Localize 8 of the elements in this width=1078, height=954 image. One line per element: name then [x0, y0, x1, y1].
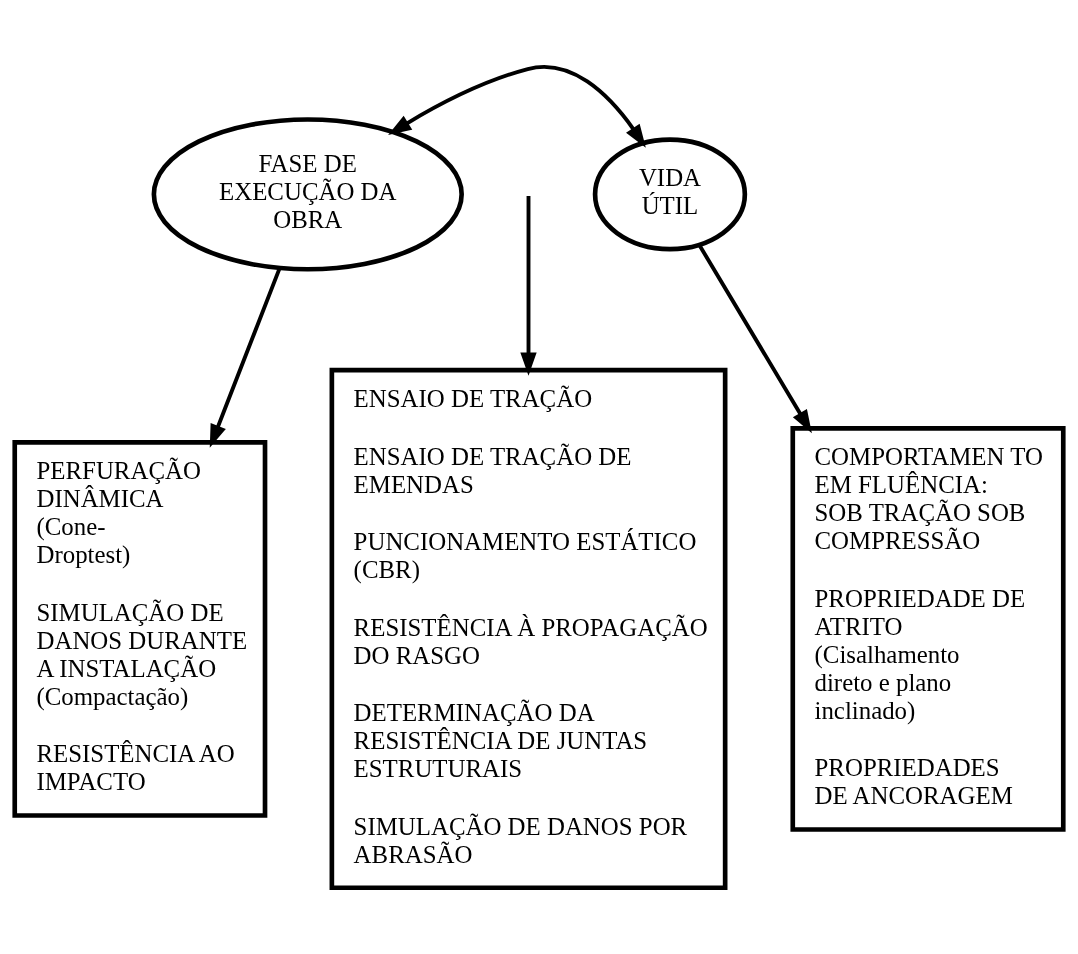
- arrow: [520, 195, 537, 376]
- arrow: [209, 267, 282, 448]
- node-box: ENSAIO DE TRAÇÃO ENSAIO DE TRAÇÃO DE EMENDAS PUNCIONAMENTO ESTÁTICO (CBR) RESISTÊNCIA À PROPAGAÇÃO DO RASGO DETERMINAÇÃO DA RESISTÊNCIA DE JUNTAS ESTRUTURAIS SIMULAÇÃO DE DANOS POR ABRASÃO: [329, 367, 728, 891]
- arrow: [697, 243, 812, 434]
- arrow: [388, 65, 646, 148]
- node-ellipse: VIDA ÚTIL: [592, 137, 748, 252]
- node-box: PERFURAÇÃO DINÂMICA (Cone-Droptest) SIMULAÇÃO DE DANOS DURANTE A INSTALAÇÃO (Compactação) RESISTÊNCIA AO IMPACTO: [12, 440, 268, 818]
- node-box: COMPORTAMEN TO EM FLUÊNCIA: SOB TRAÇÃO SOB COMPRESSÃO PROPRIEDADE DE ATRITO (Cisalhamento direto e plano inclinado) PROPRIEDADES DE ANCORAGEM: [790, 426, 1066, 832]
